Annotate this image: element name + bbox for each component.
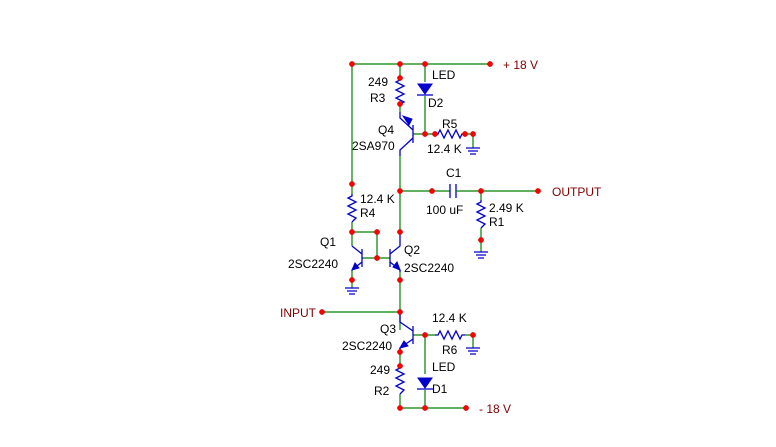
r5-ref: R5 (442, 117, 458, 131)
q3-part: 2SC2240 (342, 339, 392, 353)
capacitor-c1: C1 100 uF (426, 166, 463, 217)
d1-value: LED (432, 360, 456, 374)
r4-ref: R4 (360, 206, 376, 220)
d2-value: LED (432, 68, 456, 82)
wires (322, 63, 538, 409)
r2-ref: R2 (374, 384, 390, 398)
resistor-r3: 249 R3 (368, 75, 406, 105)
r3-value: 249 (368, 75, 388, 89)
d2-ref: D2 (428, 96, 444, 110)
output-port-label: OUTPUT (552, 185, 602, 199)
transistor-q2: Q2 2SC2240 (389, 230, 454, 275)
q2-part: 2SC2240 (404, 261, 454, 275)
q2-ref: Q2 (404, 243, 420, 257)
q4-ref: Q4 (378, 123, 394, 137)
r5-value: 12.4 K (427, 142, 462, 156)
q4-part: 2SA970 (352, 139, 395, 153)
resistor-r2: 249 R2 (370, 363, 406, 398)
resistor-r6: 12.4 K R6 (432, 311, 467, 357)
r4-value: 12.4 K (360, 192, 395, 206)
q3-ref: Q3 (380, 322, 396, 336)
r1-ref: R1 (489, 215, 505, 229)
r6-value: 12.4 K (432, 311, 467, 325)
negative-supply-label: - 18 V (479, 402, 511, 416)
ground-symbol-r5 (466, 147, 480, 155)
resistor-r4: 12.4 K R4 (346, 192, 395, 223)
led-d2: LED D2 (417, 68, 456, 110)
ground-symbol-q1 (345, 287, 359, 295)
transistor-q1: Q1 2SC2240 (288, 235, 363, 271)
ground-symbol-r6 (466, 347, 480, 355)
led-d1: LED D1 (417, 360, 456, 396)
r3-ref: R3 (370, 91, 386, 105)
r6-ref: R6 (442, 343, 458, 357)
q1-ref: Q1 (320, 235, 336, 249)
r1-value: 2.49 K (489, 201, 524, 215)
input-port-label: INPUT (280, 306, 317, 320)
d1-ref: D1 (432, 382, 448, 396)
transistor-q3: Q3 2SC2240 (342, 312, 414, 353)
transistor-q4: Q4 2SA970 (352, 112, 414, 156)
junction-nodes (319, 61, 541, 411)
positive-supply-label: + 18 V (503, 58, 538, 72)
r2-value: 249 (370, 363, 390, 377)
c1-value: 100 uF (426, 203, 463, 217)
resistor-r5: R5 12.4 K (427, 117, 465, 156)
resistor-r1: 2.49 K R1 (475, 200, 524, 229)
c1-ref: C1 (446, 166, 462, 180)
q1-part: 2SC2240 (288, 257, 338, 271)
ground-symbol-r1 (474, 251, 488, 259)
